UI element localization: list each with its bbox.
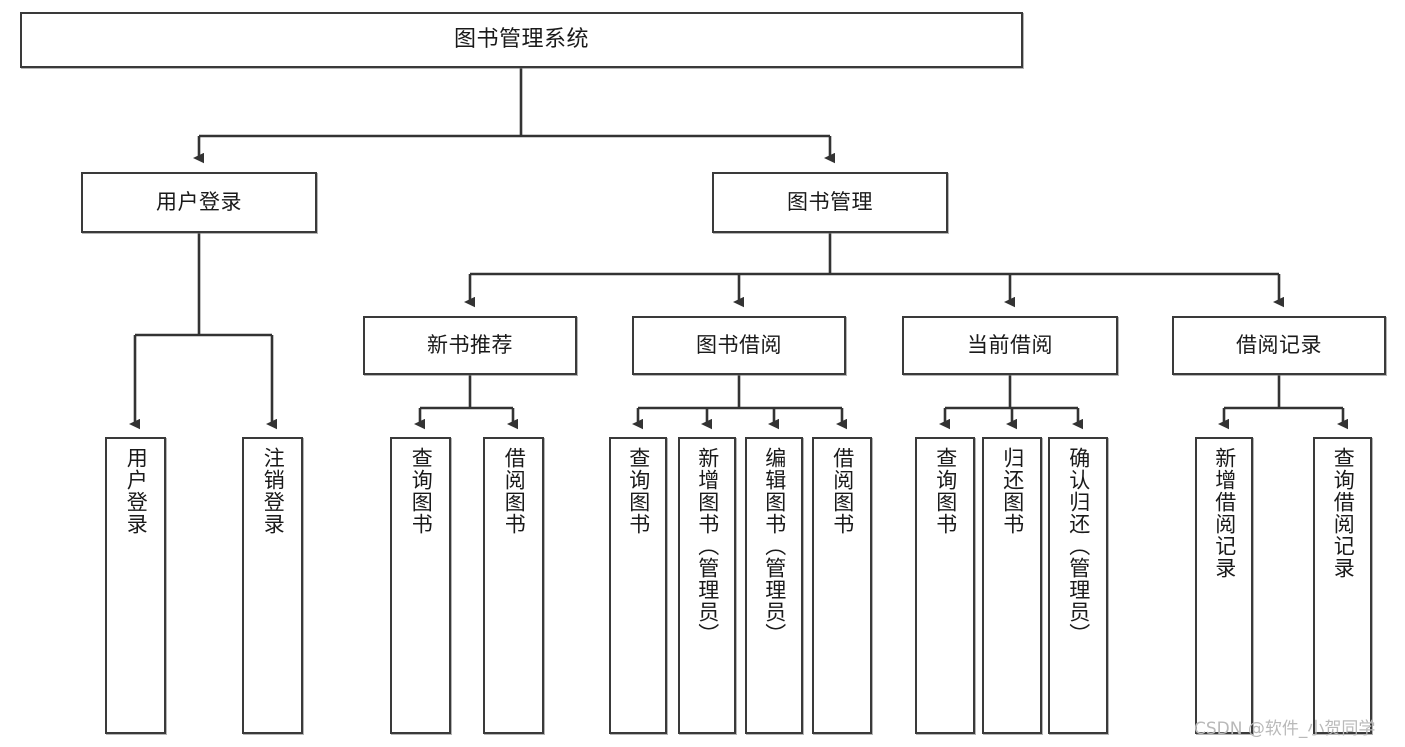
leaf-query-book-current[interactable]: 查询图书	[915, 437, 975, 734]
leaf-logout[interactable]: 注销登录	[242, 437, 303, 734]
node-borrow-record[interactable]: 借阅记录	[1172, 316, 1386, 375]
leaf-edit-book-admin[interactable]: 编辑图书（管理员）	[745, 437, 803, 734]
node-label: 确认归还（管理员）	[1066, 447, 1091, 645]
node-label: 借阅记录	[1236, 333, 1322, 358]
node-label: 当前借阅	[967, 333, 1053, 358]
node-current-borrow[interactable]: 当前借阅	[902, 316, 1118, 375]
node-label: 新增图书（管理员）	[695, 447, 720, 645]
leaf-return-book[interactable]: 归还图书	[982, 437, 1042, 734]
node-label: 新书推荐	[427, 333, 513, 358]
node-label: 注销登录	[261, 447, 286, 535]
node-label: 借阅图书	[830, 447, 855, 535]
node-label: 图书管理	[787, 190, 873, 215]
node-label: 借阅图书	[502, 447, 527, 535]
node-book-borrow[interactable]: 图书借阅	[632, 316, 846, 375]
node-root-system[interactable]: 图书管理系统	[20, 12, 1023, 68]
leaf-query-borrow-record[interactable]: 查询借阅记录	[1313, 437, 1372, 734]
leaf-confirm-return-admin[interactable]: 确认归还（管理员）	[1048, 437, 1108, 734]
node-label: 查询图书	[409, 447, 434, 535]
node-label: 查询图书	[626, 447, 651, 535]
node-label: 归还图书	[1000, 447, 1025, 535]
node-user-login[interactable]: 用户登录	[81, 172, 317, 233]
node-label: 用户登录	[124, 447, 149, 535]
node-label: 查询借阅记录	[1331, 447, 1356, 579]
node-label: 用户登录	[156, 190, 242, 215]
node-new-book-recommend[interactable]: 新书推荐	[363, 316, 577, 375]
leaf-add-book-admin[interactable]: 新增图书（管理员）	[678, 437, 736, 734]
csdn-watermark: CSDN @软件_小贺同学	[1194, 719, 1376, 739]
leaf-borrow-book-new-recommend[interactable]: 借阅图书	[483, 437, 544, 734]
node-label: 编辑图书（管理员）	[762, 447, 787, 645]
node-label: 图书借阅	[696, 333, 782, 358]
node-book-management[interactable]: 图书管理	[712, 172, 948, 233]
node-label: 图书管理系统	[453, 27, 589, 53]
node-label: 新增借阅记录	[1212, 447, 1237, 579]
leaf-query-book-new-recommend[interactable]: 查询图书	[390, 437, 451, 734]
leaf-add-borrow-record[interactable]: 新增借阅记录	[1195, 437, 1253, 734]
leaf-query-book-borrow[interactable]: 查询图书	[609, 437, 667, 734]
node-label: 查询图书	[933, 447, 958, 535]
leaf-user-login[interactable]: 用户登录	[105, 437, 166, 734]
leaf-borrow-book-borrow[interactable]: 借阅图书	[812, 437, 872, 734]
